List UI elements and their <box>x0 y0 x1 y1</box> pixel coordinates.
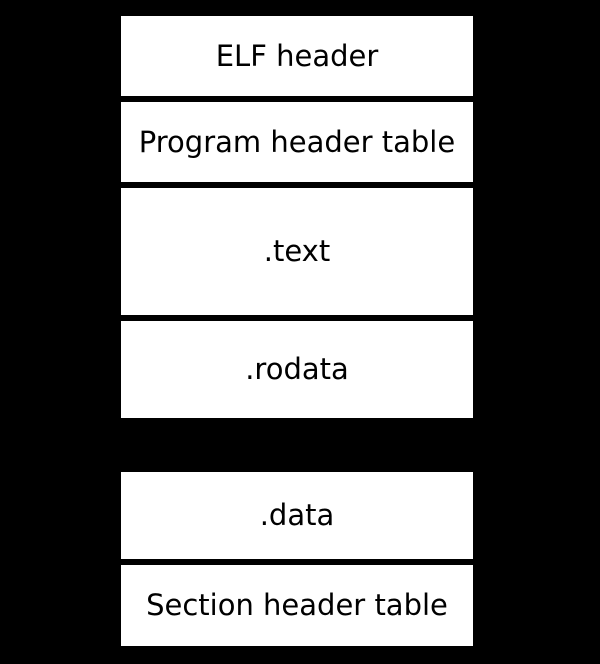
segment-rodata-section-label: .rodata <box>245 352 349 386</box>
segment-elf-header: ELF header <box>121 16 473 96</box>
segment-section-header-table-label: Section header table <box>146 588 448 622</box>
segment-program-header-table: Program header table <box>121 102 473 182</box>
segment-text-section-label: .text <box>263 234 331 268</box>
segment-elf-header-label: ELF header <box>215 38 379 73</box>
segment-text-section: .text <box>121 188 473 315</box>
segment-rodata-section: .rodata <box>121 321 473 418</box>
segment-data-section: .data <box>121 472 473 559</box>
segment-section-header-table: Section header table <box>121 565 473 646</box>
segment-program-header-table-label: Program header table <box>138 124 456 159</box>
segment-data-section-label: .data <box>259 498 335 532</box>
